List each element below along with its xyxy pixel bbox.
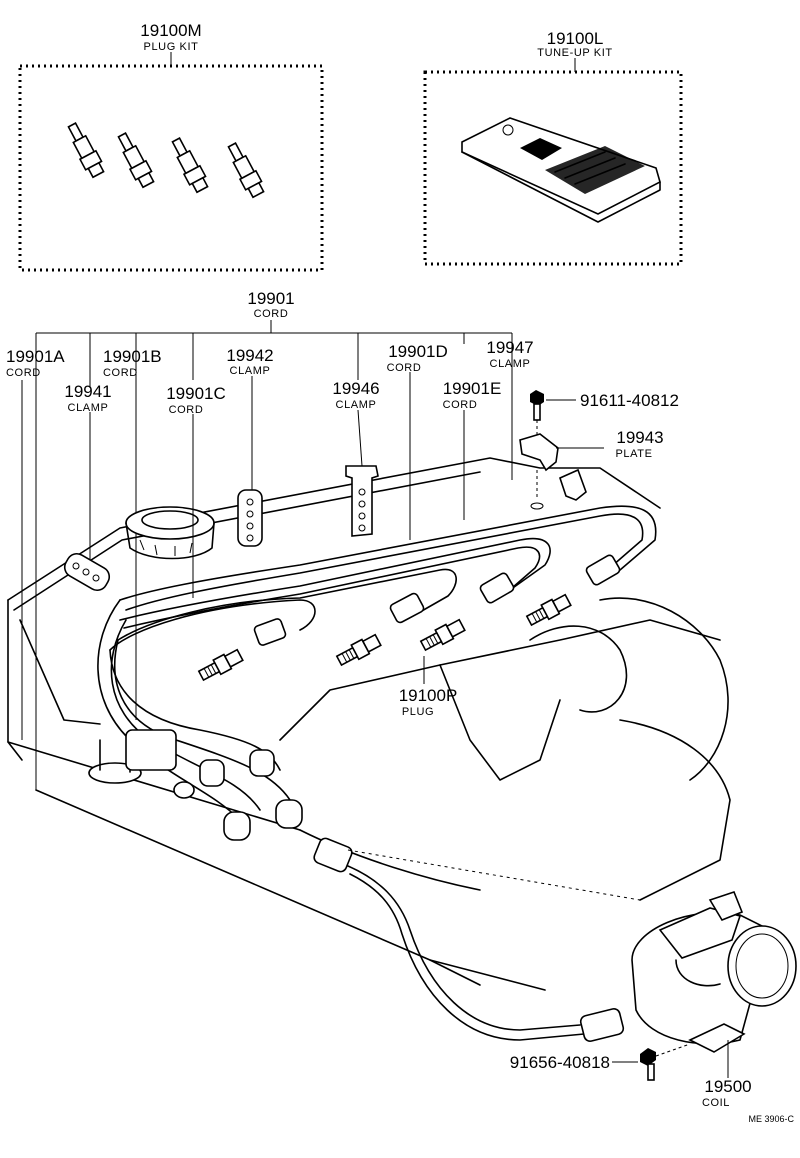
clamp-19946-number: 19946: [332, 379, 379, 398]
clamp-19942-shape: [237, 489, 263, 547]
label-cord-d: 19901D CORD: [387, 342, 448, 374]
cord-a-name: CORD: [6, 367, 41, 379]
clamp-19941-name: CLAMP: [68, 402, 109, 414]
bolt-top-number: 91611-40812: [580, 391, 679, 410]
cord-set-bracket: [35, 320, 513, 790]
clamp-19947-shape: [559, 468, 587, 501]
cord-set-number: 19901: [247, 289, 294, 308]
cord-c-name: CORD: [169, 404, 204, 416]
label-clamp-19941: 19941 CLAMP: [64, 382, 111, 414]
clamp-19946-name: CLAMP: [336, 399, 377, 411]
plug-name: PLUG: [402, 706, 434, 718]
clamp-19947-number: 19947: [486, 338, 533, 357]
distributor: [88, 729, 195, 799]
cord-e-name: CORD: [443, 399, 478, 411]
plate-name: PLATE: [615, 448, 652, 460]
clamp-19947-name: CLAMP: [490, 358, 531, 370]
label-clamp-19942: 19942 CLAMP: [226, 346, 273, 377]
tune-up-kit-box: [423, 58, 683, 266]
cord-a-number: 19901A: [6, 347, 65, 366]
cord-c-number: 19901C: [166, 384, 226, 403]
label-cord-c: 19901C CORD: [166, 384, 226, 416]
bolt-91611-shape: [530, 390, 576, 440]
clamp-19946-shape: [345, 465, 379, 537]
cord-d-number: 19901D: [388, 342, 448, 361]
plug-number: 19100P: [399, 686, 458, 705]
bolt-coil-number: 91656-40818: [510, 1053, 610, 1072]
cord-b-number: 19901B: [103, 347, 162, 366]
tune-up-kit-package: [461, 117, 661, 223]
tune-up-kit-number: 19100L: [547, 29, 604, 48]
ignition-coil: [631, 891, 797, 1078]
coil-name: COIL: [702, 1097, 730, 1109]
clamp-19942-name: CLAMP: [230, 365, 271, 377]
tune-up-kit-name: TUNE-UP KIT: [537, 47, 612, 59]
cord-set-name: CORD: [254, 308, 289, 320]
plug-kit-name: PLUG KIT: [144, 41, 199, 53]
cord-d-name: CORD: [387, 362, 422, 374]
figure-reference: ME 3906-C: [748, 1114, 794, 1124]
clamp-19941-shape: [63, 552, 111, 592]
label-clamp-19946: 19946 CLAMP: [332, 379, 379, 411]
label-cord-set: 19901 CORD: [247, 289, 294, 320]
bolt-91656-shape: [612, 1043, 691, 1081]
label-plug: 19100P PLUG: [399, 686, 458, 718]
engine-spark-plugs: [197, 593, 572, 682]
coil-number: 19500: [704, 1077, 751, 1096]
label-cord-b: 19901B CORD: [103, 347, 162, 379]
label-bolt-coil: 91656-40818: [510, 1053, 610, 1072]
label-plate: 19943 PLATE: [615, 428, 663, 460]
label-cord-a: 19901A CORD: [6, 347, 65, 379]
cord-e-number: 19901E: [443, 379, 502, 398]
cord-b-name: CORD: [103, 367, 138, 379]
plug-kit-spark-plugs: [67, 122, 265, 199]
label-clamp-19947: 19947 CLAMP: [486, 338, 533, 370]
label-bolt-top: 91611-40812: [580, 391, 679, 410]
clamp-19942-number: 19942: [226, 346, 273, 365]
coil-cord: [313, 837, 641, 1042]
label-coil: 19500 COIL: [702, 1077, 752, 1109]
plate-19943-shape: [519, 433, 604, 510]
plate-number: 19943: [616, 428, 663, 447]
plug-kit-number: 19100M: [140, 21, 201, 40]
plug-kit-box: [18, 52, 324, 272]
label-cord-e: 19901E CORD: [443, 379, 502, 411]
clamp-19941-number: 19941: [64, 382, 111, 401]
